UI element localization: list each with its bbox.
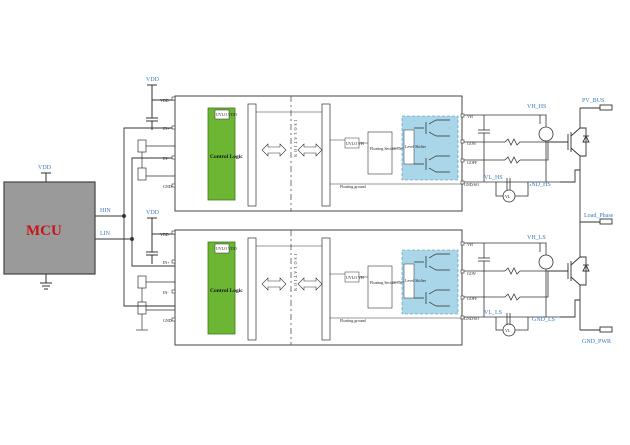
floating-ground-top: Floating ground: [340, 184, 366, 189]
uvlo-vdd-box-bottom: [214, 243, 230, 254]
uvlo-vdd-top: UVLO VDD: [216, 112, 237, 117]
driver-bottom: ISOLATION VDD VDD IN+ IN- GND UVLO VDD C…: [136, 210, 479, 346]
mcu-hin-label: HIN: [100, 208, 111, 214]
vh-hs-label: VH_HS: [527, 104, 546, 110]
control-logic-top: Control Logic: [210, 154, 243, 160]
pin-in-minus-top: IN-: [163, 156, 169, 161]
gnd-ls-label: GND_LS: [532, 317, 555, 323]
pin-in-plus-top: IN+: [163, 126, 170, 131]
isolation-label-bottom: ISOLATION: [293, 254, 298, 293]
isolation-label-top: ISOLATION: [293, 120, 298, 159]
pin-gnd-bottom: GND: [163, 318, 172, 323]
vl-symbol-bottom: VL: [505, 328, 511, 333]
vl-symbol-top: VL: [505, 194, 511, 199]
power-stage: [548, 104, 613, 333]
vdd-top-label: VDD: [146, 77, 160, 83]
pin-vdd-bottom: VDD: [160, 232, 169, 237]
pin-gon-bottom: GON: [467, 271, 476, 276]
pin-gon-top: GON: [467, 141, 476, 146]
control-logic-bottom: Control Logic: [210, 288, 243, 294]
pin-vh-top: VH: [467, 114, 473, 119]
vh-ls-label: VH_LS: [527, 235, 546, 241]
pin-vdd-top: VDD: [160, 98, 169, 103]
pin-gndso-top: GND/SO: [464, 182, 479, 187]
pin-gnd-top: GND: [163, 184, 172, 189]
pin-goff-top: GOFF: [467, 160, 478, 165]
gnd-pwr-label: GND_PWR: [582, 339, 611, 345]
uvlo-vdd-box-top: [214, 109, 230, 120]
signal-wiring: [95, 127, 175, 307]
driver-top: ISOLATION VDD VDD IN+ IN- GND UVLO VDD C…: [137, 77, 479, 212]
pin-vh-bottom: VH: [467, 242, 473, 247]
uvlo-vdd-bottom: UVLO VDD: [216, 246, 237, 251]
pin-gndso-bottom: GND/SO: [464, 316, 479, 321]
pv-bus-label: PV_BUS: [582, 98, 604, 104]
mcu-vdd-label: VDD: [38, 165, 52, 171]
mcu-block: MCU VDD HIN LIN: [3, 165, 111, 290]
load-phase-label: Load_Phase: [584, 213, 614, 219]
uvlo-vh-bottom: UVLO VH: [346, 275, 364, 280]
mcu-label: MCU: [26, 223, 62, 239]
output-network-top: [464, 114, 560, 203]
mcu-lin-label: LIN: [100, 231, 111, 237]
deadtime-top: Floating Section Control Logic: [370, 146, 420, 151]
vdd-bottom-label: VDD: [146, 210, 160, 216]
deadtime-bottom: Floating Section Control Logic: [370, 280, 420, 285]
floating-ground-bottom: Floating ground: [340, 318, 366, 323]
uvlo-vh-top: UVLO VH: [346, 141, 364, 146]
vl-hs-label: VL_HS: [484, 175, 503, 181]
output-network-bottom: [464, 242, 560, 337]
pin-goff-bottom: GOFF: [467, 296, 478, 301]
gnd-hs-label: GND_HS: [527, 182, 551, 188]
vl-ls-label: VL_LS: [484, 310, 502, 316]
level-shifter-top: Level Shifter: [405, 144, 427, 149]
level-shifter-bottom: Level Shifter: [405, 278, 427, 283]
pin-in-minus-bottom: IN-: [163, 290, 169, 295]
pin-in-plus-bottom: IN+: [163, 260, 170, 265]
